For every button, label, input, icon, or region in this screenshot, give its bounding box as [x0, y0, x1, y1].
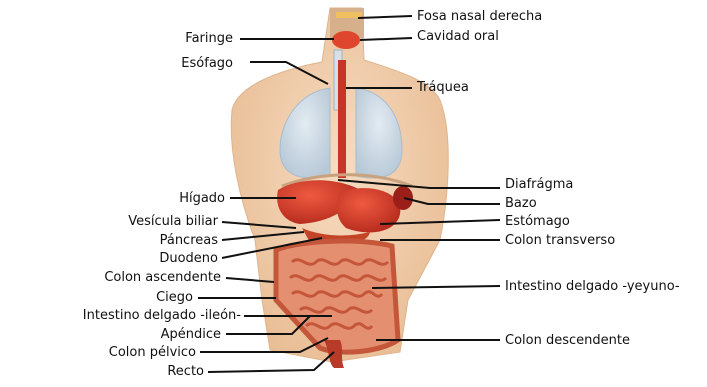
label-traquea: Tráquea	[417, 80, 469, 95]
label-colon-ascendente: Colon ascendente	[104, 270, 221, 285]
label-colon-descendente: Colon descendente	[505, 333, 630, 348]
label-recto: Recto	[167, 364, 204, 379]
label-higado: Hígado	[179, 191, 225, 206]
label-fosa-nasal-derecha: Fosa nasal derecha	[417, 9, 542, 24]
label-bazo: Bazo	[505, 196, 537, 211]
leader-fosa-nasal	[358, 16, 412, 18]
label-intestino-delgado-yeyuno: Intestino delgado -yeyuno-	[505, 279, 680, 294]
label-colon-transverso: Colon transverso	[505, 233, 615, 248]
oral-cavity	[332, 31, 360, 49]
label-pancreas: Páncreas	[160, 233, 218, 248]
label-estomago: Estómago	[505, 214, 570, 229]
label-cavidad-oral: Cavidad oral	[417, 29, 499, 44]
label-apendice: Apéndice	[161, 327, 221, 342]
leader-cavidad-oral	[360, 38, 412, 40]
spleen	[393, 186, 413, 210]
esophagus-tube	[338, 60, 346, 178]
label-diafragma: Diafrágma	[505, 177, 573, 192]
label-esofago: Esófago	[181, 56, 233, 71]
label-intestino-delgado-ileon: Intestino delgado -ileón-	[83, 308, 241, 323]
label-ciego: Ciego	[156, 290, 193, 305]
label-faringe: Faringe	[185, 31, 233, 46]
label-duodeno: Duodeno	[159, 251, 218, 266]
label-vesicula-biliar: Vesícula biliar	[128, 214, 218, 229]
label-colon-pelvico: Colon pélvico	[109, 345, 196, 360]
